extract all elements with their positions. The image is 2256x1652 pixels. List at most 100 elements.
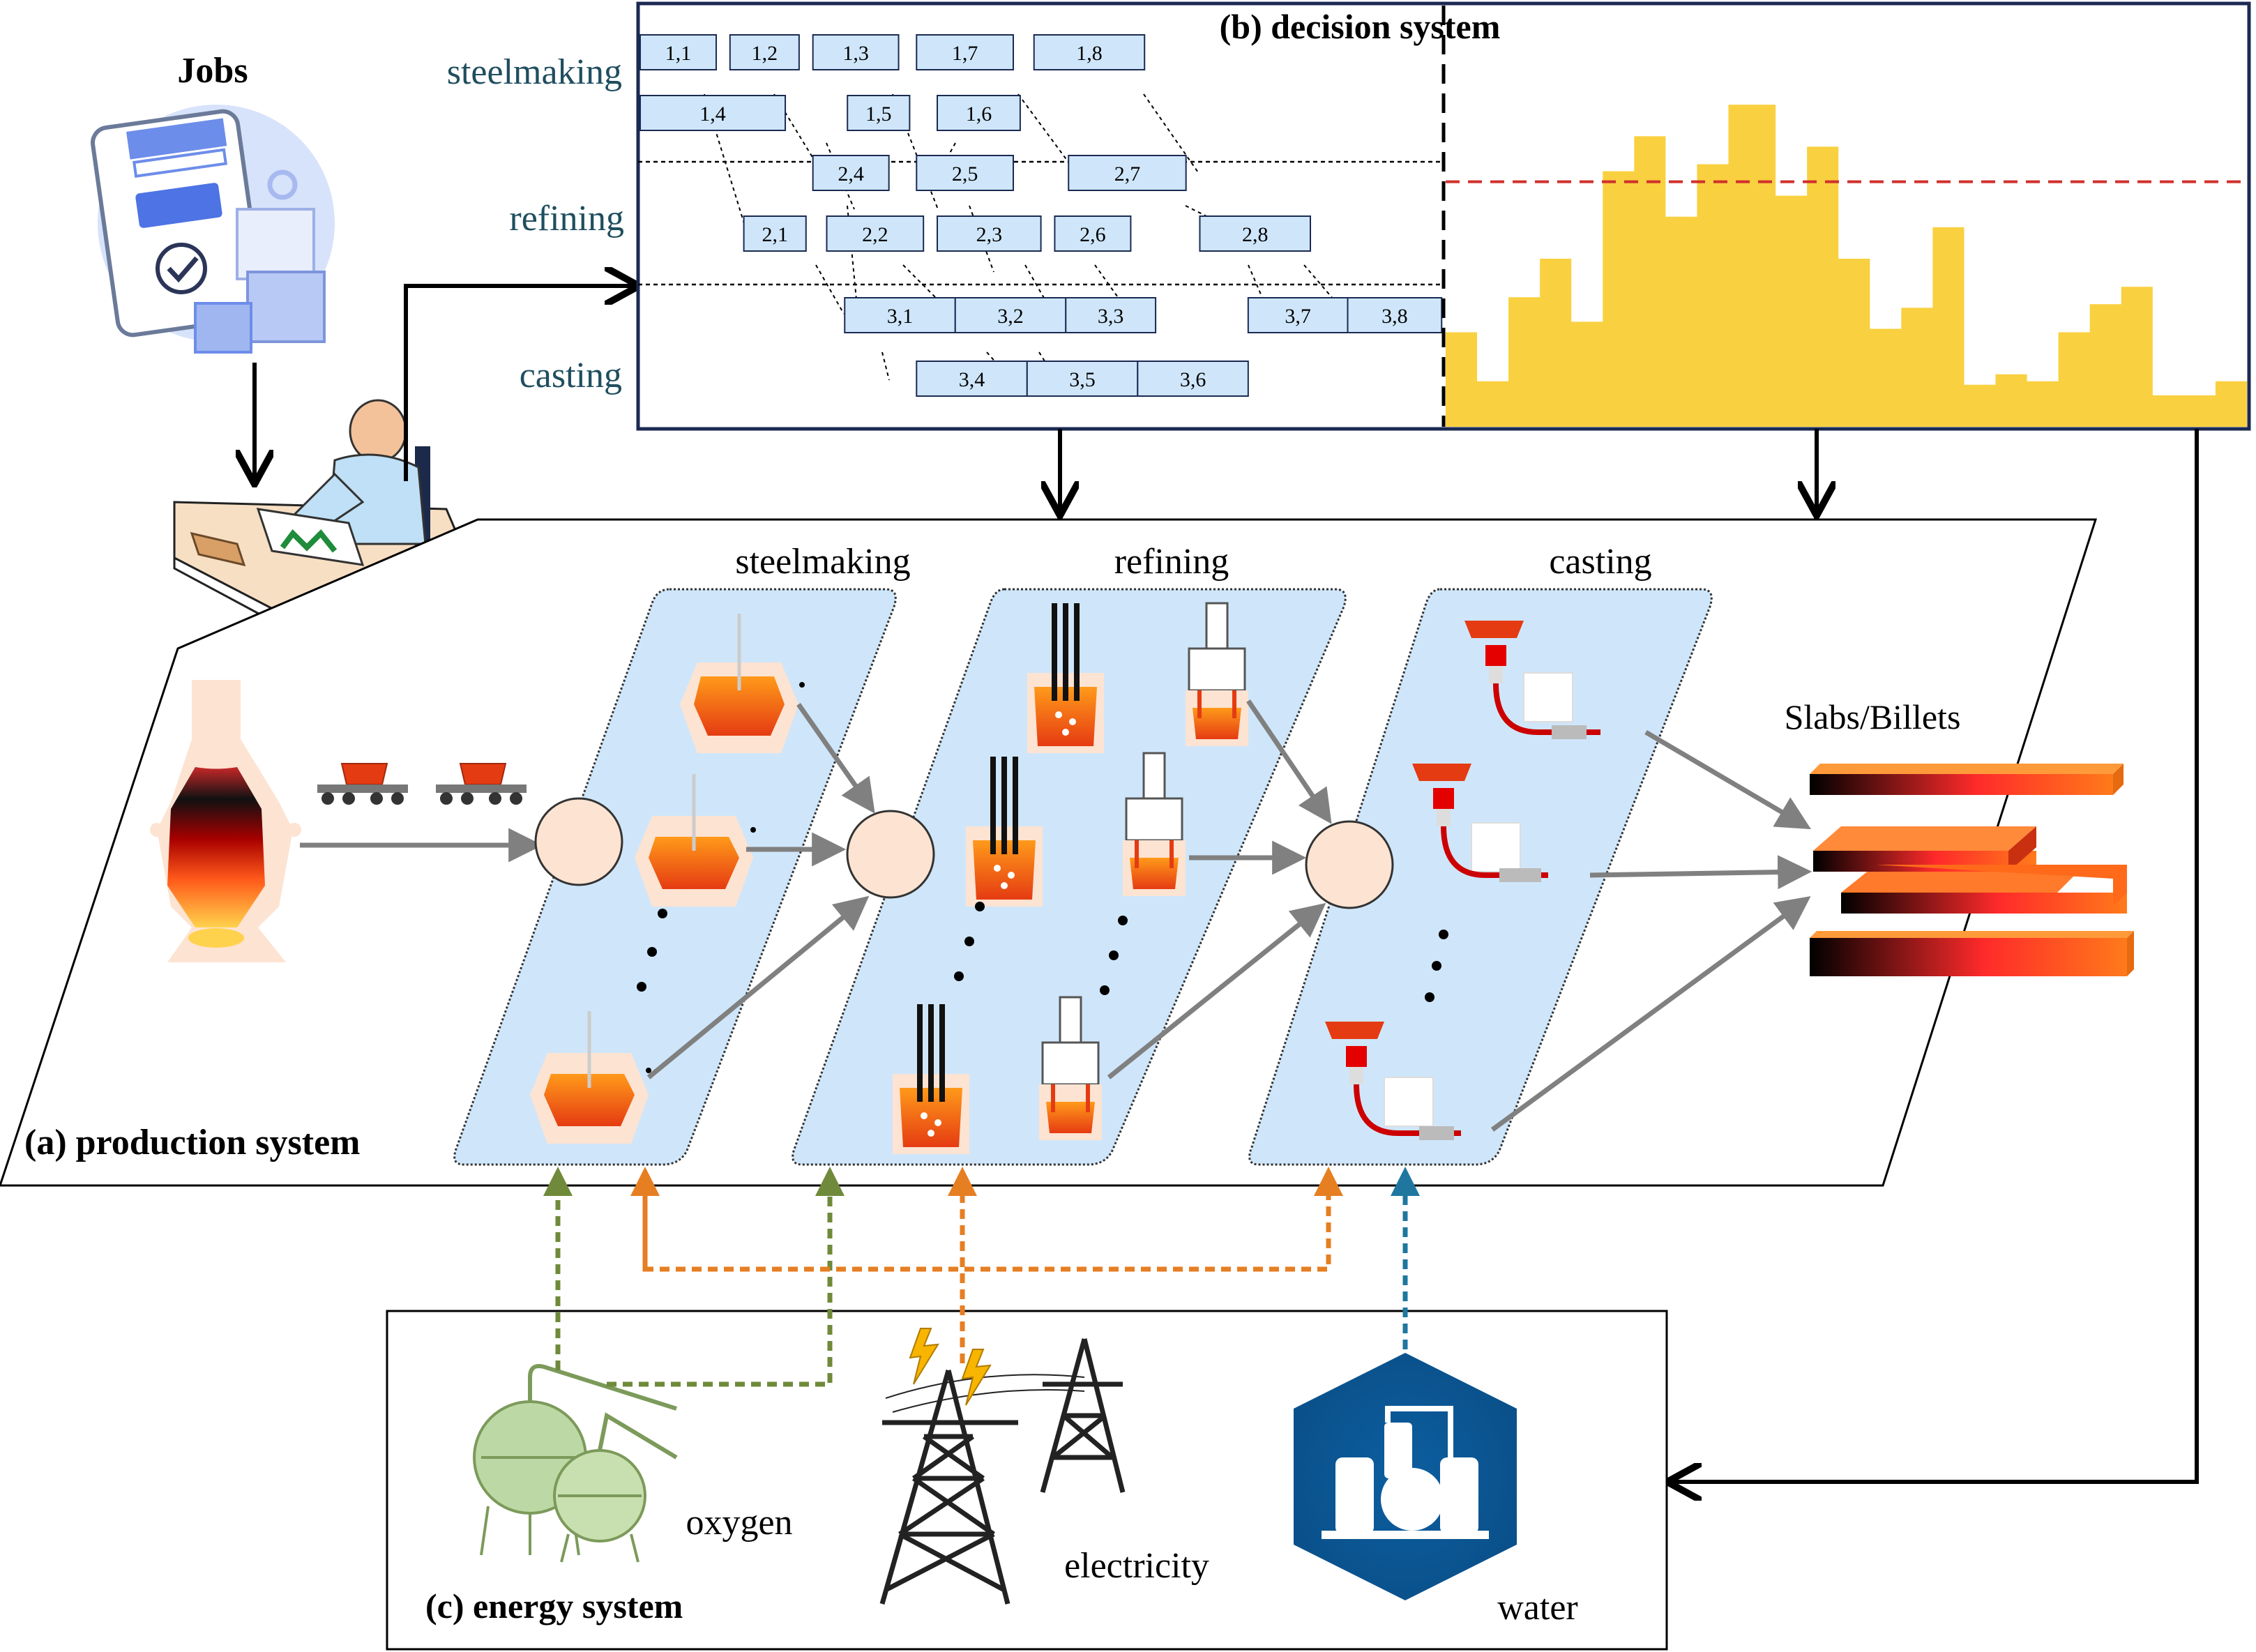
gantt-task-label: 3,1: [887, 305, 914, 328]
gantt-task-bar: [937, 215, 1042, 252]
gantt-task-label: 2,4: [838, 162, 864, 185]
vacuum-degasser-icon: [1123, 752, 1186, 896]
gantt-task-bar: [937, 95, 1021, 131]
gantt-task-label: 2,7: [1114, 162, 1141, 185]
converter-icon: [530, 1011, 651, 1144]
gantt-task: 2,8: [1199, 215, 1311, 252]
gantt-task-label: 3,7: [1285, 305, 1311, 328]
slabs-billets-icon: [1810, 764, 2134, 976]
junction-node: [534, 797, 623, 886]
blast-furnace-icon: [150, 680, 301, 962]
gantt-task-label: 3,8: [1381, 305, 1408, 328]
gantt-task: 1,4: [639, 95, 787, 131]
gantt-task: 1,8: [1033, 34, 1146, 70]
gantt-task: 3,7: [1247, 297, 1349, 333]
production-stage-label: refining: [1114, 542, 1229, 582]
gantt-task-bar: [1347, 297, 1443, 333]
gantt-task-bar: [812, 34, 900, 70]
gantt-task: 2,3: [937, 215, 1042, 252]
energy-profile: [1446, 105, 2247, 427]
gantt-task: 1,1: [639, 34, 717, 70]
gantt-task: 3,6: [1137, 361, 1249, 397]
gantt-task-bar: [1065, 297, 1157, 333]
gantt-task-label: 2,2: [862, 223, 888, 246]
ladle-furnace-icon: [1027, 603, 1104, 753]
torpedo-car-icon: [436, 763, 527, 805]
torpedo-car-icon: [317, 763, 408, 805]
gantt-task-bar: [916, 34, 1014, 70]
gantt-task-label: 2,1: [762, 223, 788, 246]
gantt-task: 3,1: [844, 297, 956, 333]
process-flow-arrows: [646, 699, 1812, 1132]
gantt-task-label: 1,8: [1076, 42, 1103, 65]
gantt-task-bar: [1137, 361, 1249, 397]
gantt-task-bar: [847, 95, 911, 131]
gantt-task-bar: [1068, 155, 1187, 191]
gantt-task-label: 1,6: [966, 103, 992, 126]
tablet-order-icon: [90, 105, 335, 354]
gantt-task-label: 3,5: [1069, 368, 1096, 391]
output-label: Slabs/Billets: [1785, 697, 1961, 736]
energy-source-label: oxygen: [686, 1503, 792, 1543]
converter-icon: [635, 774, 756, 907]
energy-source-label: water: [1497, 1588, 1577, 1628]
gantt-task: 1,6: [937, 95, 1021, 131]
gantt-task-bar: [916, 155, 1014, 191]
jobs-label: Jobs: [177, 51, 248, 91]
gantt-task-label: 1,4: [699, 103, 726, 126]
gantt-task-bar: [743, 215, 807, 252]
gantt-task-label: 1,2: [752, 42, 778, 65]
gantt-task-label: 3,3: [1098, 305, 1124, 328]
energy-source-label: electricity: [1064, 1546, 1209, 1586]
scheduler-to-decision-arrow: [404, 286, 636, 481]
vacuum-degasser-icon: [1186, 602, 1248, 746]
gantt-task: 1,5: [847, 95, 911, 131]
junction-node: [846, 810, 935, 899]
vacuum-degasser-icon: [1039, 996, 1102, 1140]
energy-system: (c) energy system oxygen electricity: [386, 1310, 1668, 1651]
gantt-task-label: 1,5: [865, 103, 892, 126]
gantt-task-bar: [639, 95, 787, 131]
gantt-task: 1,3: [812, 34, 900, 70]
gantt-task: 2,6: [1054, 215, 1132, 252]
gantt-task-bar: [826, 215, 925, 252]
gantt-task: 1,7: [916, 34, 1014, 70]
energy-supply-lines: [543, 1167, 1420, 1387]
electricity-towers-icon: [879, 1338, 1126, 1605]
gantt-task-label: 3,6: [1180, 368, 1206, 391]
gantt-task-label: 1,1: [665, 42, 692, 65]
water-plant-icon: [1294, 1353, 1517, 1600]
decision-stage-label: refining: [509, 199, 624, 238]
gantt-task: 3,5: [1026, 361, 1139, 397]
ladle-furnace-icon: [893, 1004, 969, 1154]
decision-stage-label: casting: [520, 356, 622, 395]
energy-profile-area: [1446, 105, 2247, 427]
gantt-task-label: 2,3: [976, 223, 1003, 246]
gantt-task-label: 3,2: [997, 305, 1024, 328]
gantt-task: 2,2: [826, 215, 925, 252]
gantt-task: 1,2: [729, 34, 800, 70]
gantt-task: 2,7: [1068, 155, 1187, 191]
gantt-task: 3,8: [1347, 297, 1443, 333]
production-title: (a) production system: [24, 1123, 360, 1162]
gantt-task-label: 1,7: [952, 42, 978, 65]
oxygen-tanks-icon: [473, 1364, 678, 1563]
gantt-task-bar: [1199, 215, 1311, 252]
gantt-task: 2,1: [743, 215, 807, 252]
decision-system: (b) decision system steelmaking refining…: [447, 1, 2251, 431]
continuation-dots: [637, 909, 667, 992]
caster-icon: [1464, 621, 1600, 739]
gantt-task-bar: [1247, 297, 1349, 333]
gantt-task-label: 3,4: [959, 368, 985, 391]
gantt-task-bar: [1054, 215, 1132, 252]
gantt-task-bar: [1026, 361, 1139, 397]
production-system: (a) production system steelmaking refini…: [0, 518, 2134, 1187]
gantt-task-bar: [812, 155, 890, 191]
continuation-dots: [1425, 930, 1448, 1002]
ladle-furnace-icon: [966, 757, 1043, 907]
decision-stage-label: steelmaking: [447, 52, 622, 92]
production-stage-label: steelmaking: [735, 542, 910, 582]
gantt-task: 3,3: [1065, 297, 1157, 333]
gantt-task: 3,4: [916, 361, 1028, 397]
